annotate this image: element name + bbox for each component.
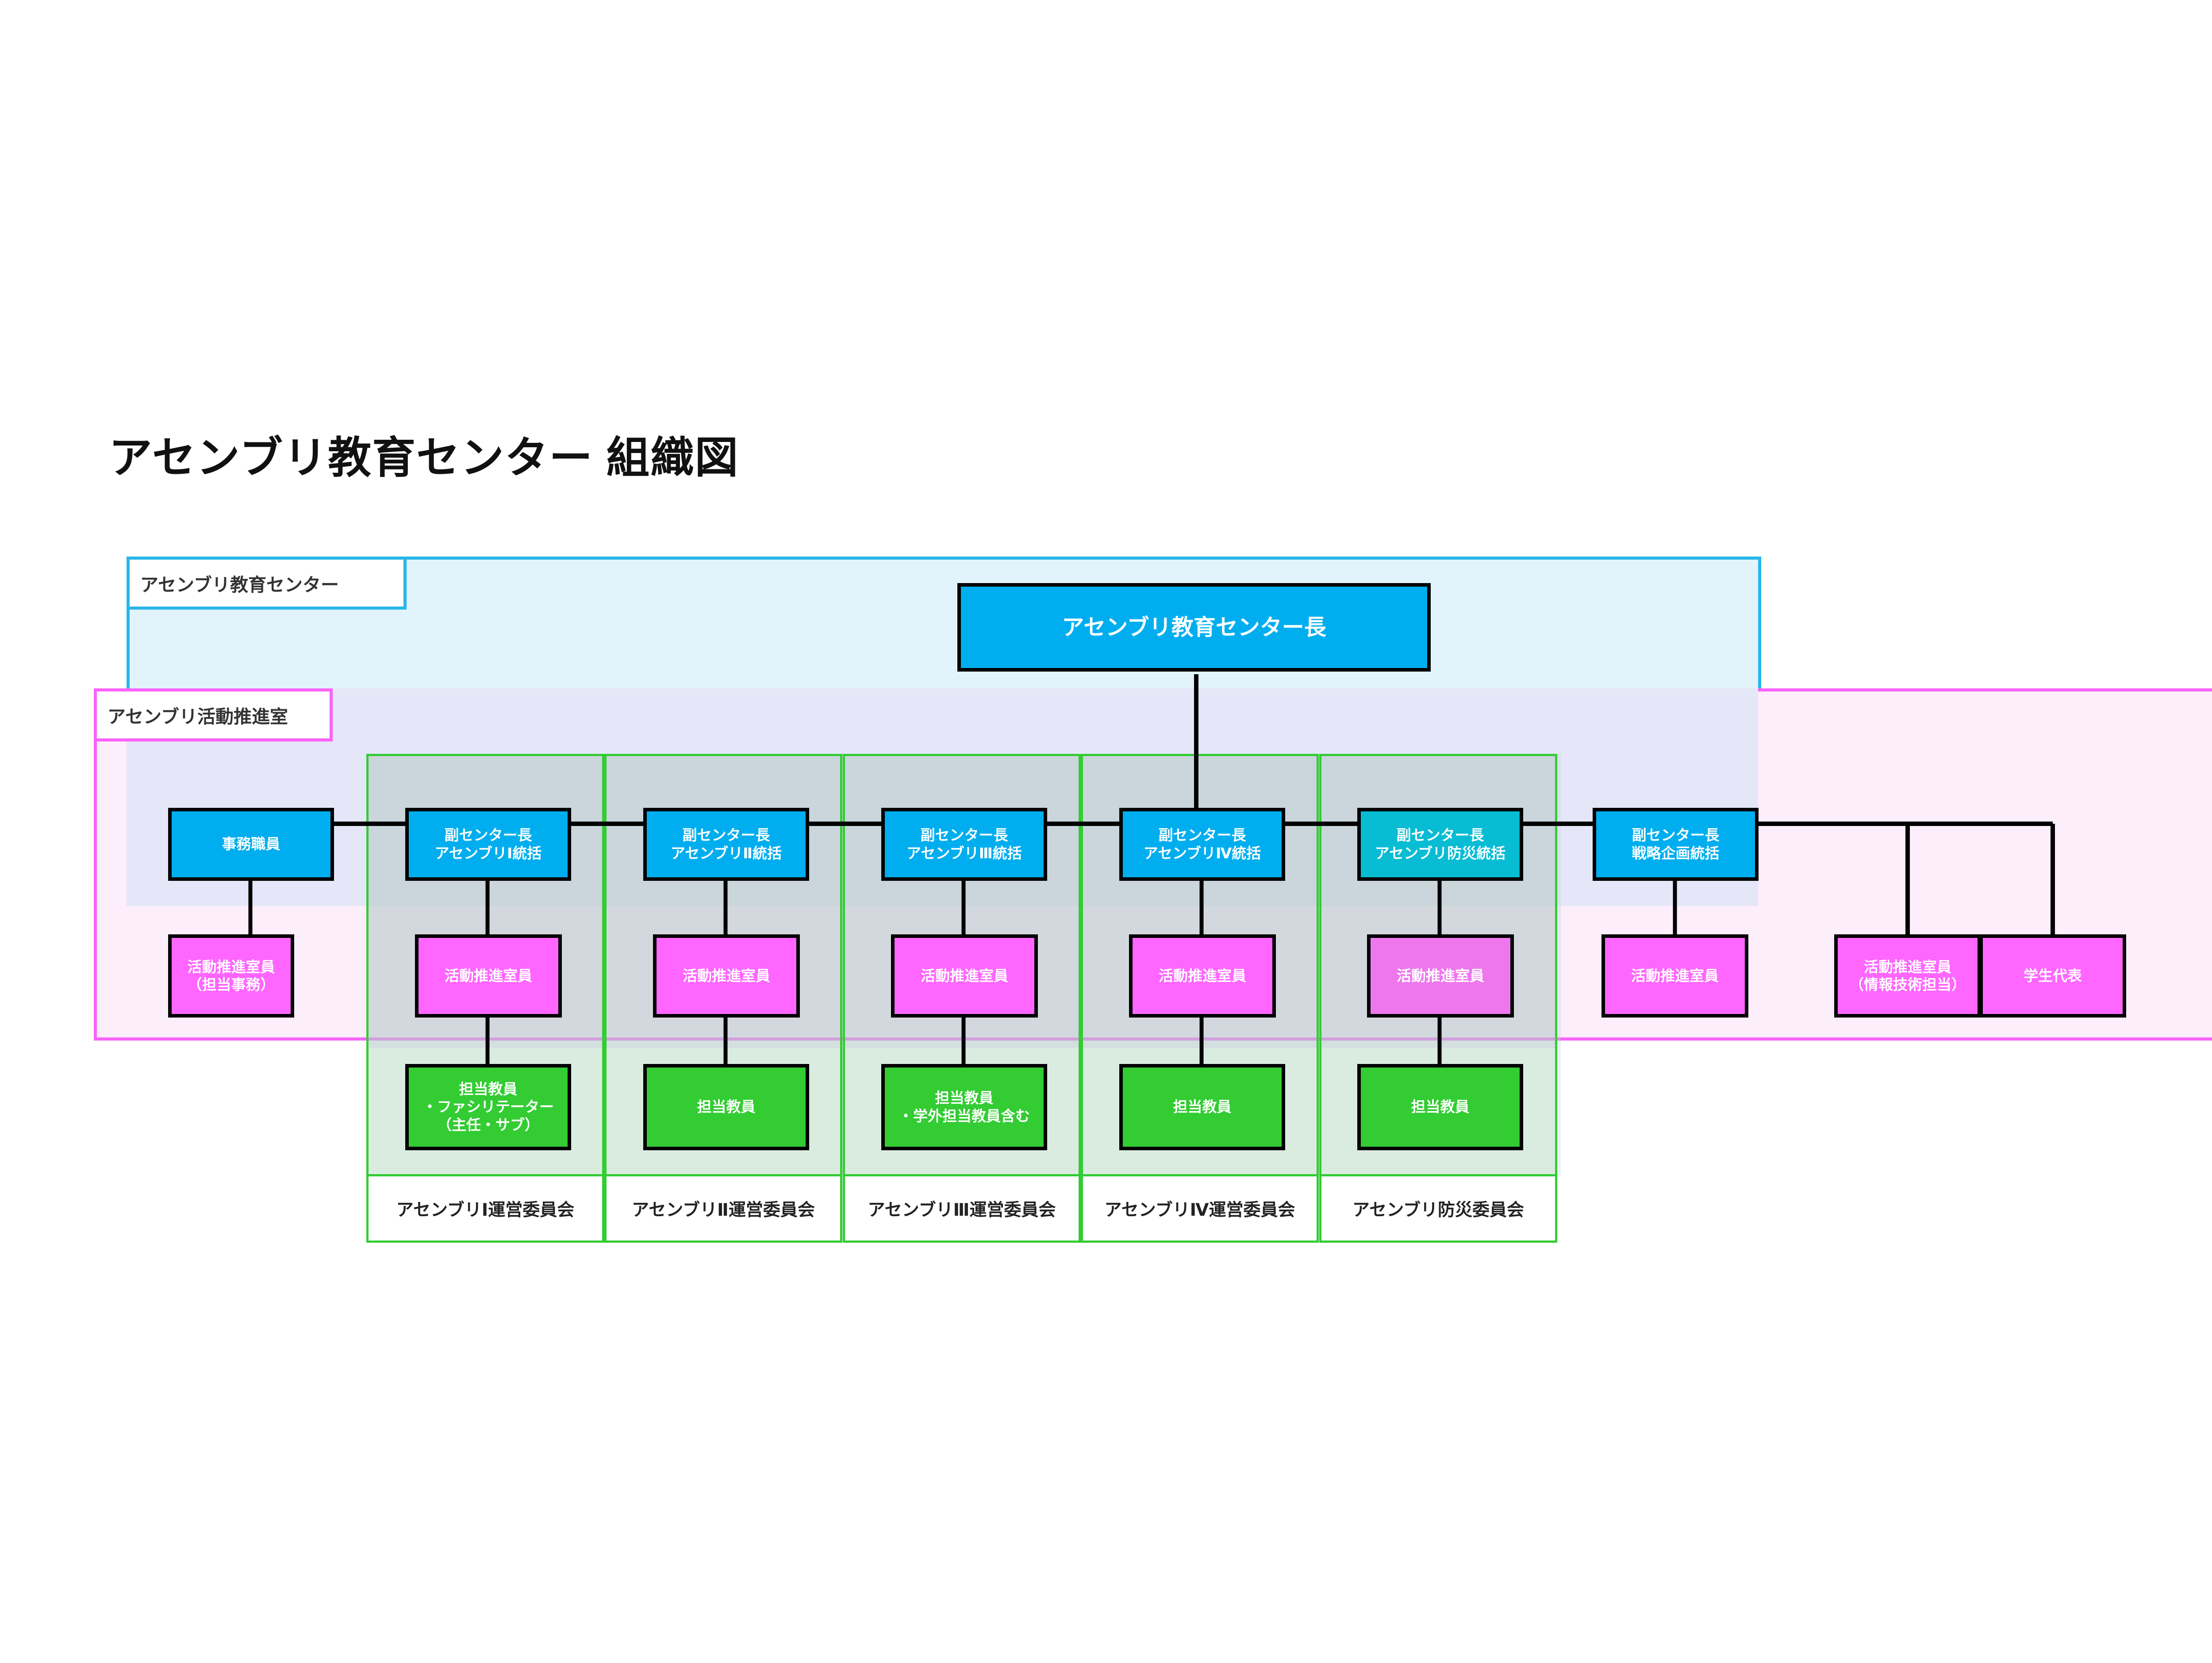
- node-staff-4[interactable]: 活動推進室員: [1129, 934, 1276, 1018]
- committee-label-3: アセンブリⅢ運営委員会: [845, 1174, 1079, 1241]
- node-teacher-2[interactable]: 担当教員: [643, 1064, 809, 1150]
- node-admin-staff[interactable]: 事務職員: [168, 808, 334, 881]
- node-student-rep[interactable]: 学生代表: [1979, 934, 2126, 1018]
- node-teacher-4[interactable]: 担当教員: [1119, 1064, 1285, 1150]
- node-staff-1[interactable]: 活動推進室員: [415, 934, 562, 1018]
- node-teacher-5[interactable]: 担当教員: [1357, 1064, 1523, 1150]
- node-staff-strategy[interactable]: 活動推進室員: [1601, 934, 1748, 1018]
- node-teacher-1[interactable]: 担当教員 ・ファシリテーター （主任・サブ）: [405, 1064, 571, 1150]
- label-container-office: アセンブリ活動推進室: [94, 688, 333, 741]
- node-deputy-5[interactable]: 副センター長 アセンブリ防災統括: [1357, 808, 1523, 881]
- node-deputy-3[interactable]: 副センター長 アセンブリⅢ統括: [881, 808, 1047, 881]
- node-staff-2[interactable]: 活動推進室員: [653, 934, 800, 1018]
- node-staff-it[interactable]: 活動推進室員 （情報技術担当）: [1834, 934, 1981, 1018]
- node-staff-admin[interactable]: 活動推進室員 （担当事務）: [168, 934, 294, 1018]
- committee-label-4: アセンブリⅣ運営委員会: [1083, 1174, 1317, 1241]
- committee-label-5: アセンブリ防災委員会: [1321, 1174, 1555, 1241]
- node-staff-3[interactable]: 活動推進室員: [891, 934, 1038, 1018]
- node-deputy-1[interactable]: 副センター長 アセンブリⅠ統括: [405, 808, 571, 881]
- node-deputy-strategy[interactable]: 副センター長 戦略企画統括: [1593, 808, 1759, 881]
- node-staff-5[interactable]: 活動推進室員: [1367, 934, 1514, 1018]
- label-container-center: アセンブリ教育センター: [127, 557, 407, 610]
- node-director[interactable]: アセンブリ教育センター長: [957, 583, 1431, 672]
- node-deputy-2[interactable]: 副センター長 アセンブリⅡ統括: [643, 808, 809, 881]
- page-title: アセンブリ教育センター 組織図: [109, 433, 739, 482]
- node-teacher-3[interactable]: 担当教員 ・学外担当教員含む: [881, 1064, 1047, 1150]
- committee-label-2: アセンブリⅡ運営委員会: [607, 1174, 840, 1241]
- node-deputy-4[interactable]: 副センター長 アセンブリⅣ統括: [1119, 808, 1285, 881]
- committee-label-1: アセンブリⅠ運営委員会: [369, 1174, 602, 1241]
